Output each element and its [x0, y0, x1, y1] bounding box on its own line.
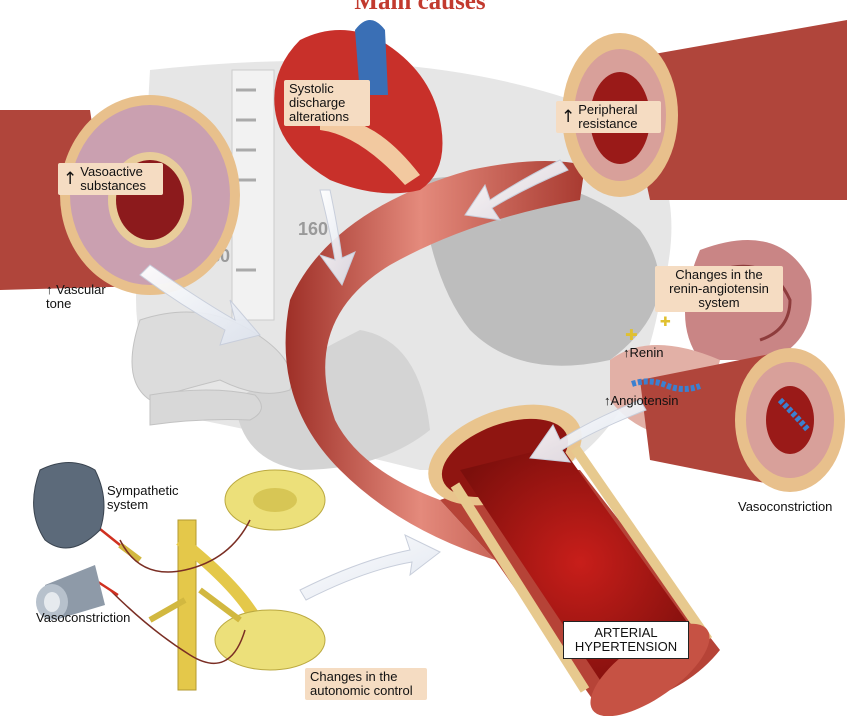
up-arrow-icon: ↑	[63, 169, 78, 189]
svg-text:✚: ✚	[660, 315, 671, 330]
arterial-hypertension-label: ARTERIAL HYPERTENSION	[563, 621, 689, 659]
flow-arrows	[139, 159, 647, 601]
renin-label: ↑Renin	[623, 345, 664, 360]
renin-system-label: Changes in the renin-angiotensin system	[655, 266, 783, 312]
autonomic-label: Changes in the autonomic control	[305, 668, 427, 700]
up-arrow-icon: ↑	[561, 107, 576, 127]
vasoconstriction-right-label: Vasoconstriction	[738, 499, 833, 514]
vasoactive-label: ↑Vasoactive substances	[58, 163, 164, 195]
angiotensin-label: ↑Angiotensin	[604, 393, 679, 408]
vasoconstriction-left-label: Vasoconstriction	[36, 610, 131, 625]
gauge-tick: 160	[298, 219, 328, 239]
diagram-title: Main causes	[354, 0, 486, 15]
molecules: ✚ ✚	[625, 315, 702, 392]
nervous-system	[94, 469, 326, 691]
small-vessel-illustration	[36, 565, 105, 620]
vessel-cross-section-left	[0, 95, 240, 295]
peripheral-label: ↑Peripheral resistance	[556, 101, 662, 133]
vascular-tone-label: ↑ Vascular tone	[46, 282, 106, 311]
small-heart-illustration	[33, 462, 105, 549]
systolic-label: Systolic discharge alterations	[284, 80, 370, 126]
vessel-cross-section-right-top	[562, 20, 847, 200]
sympathetic-label: Sympathetic system	[107, 483, 179, 512]
svg-text:✚: ✚	[625, 326, 638, 344]
vessel-cross-section-right-bottom	[640, 348, 845, 492]
